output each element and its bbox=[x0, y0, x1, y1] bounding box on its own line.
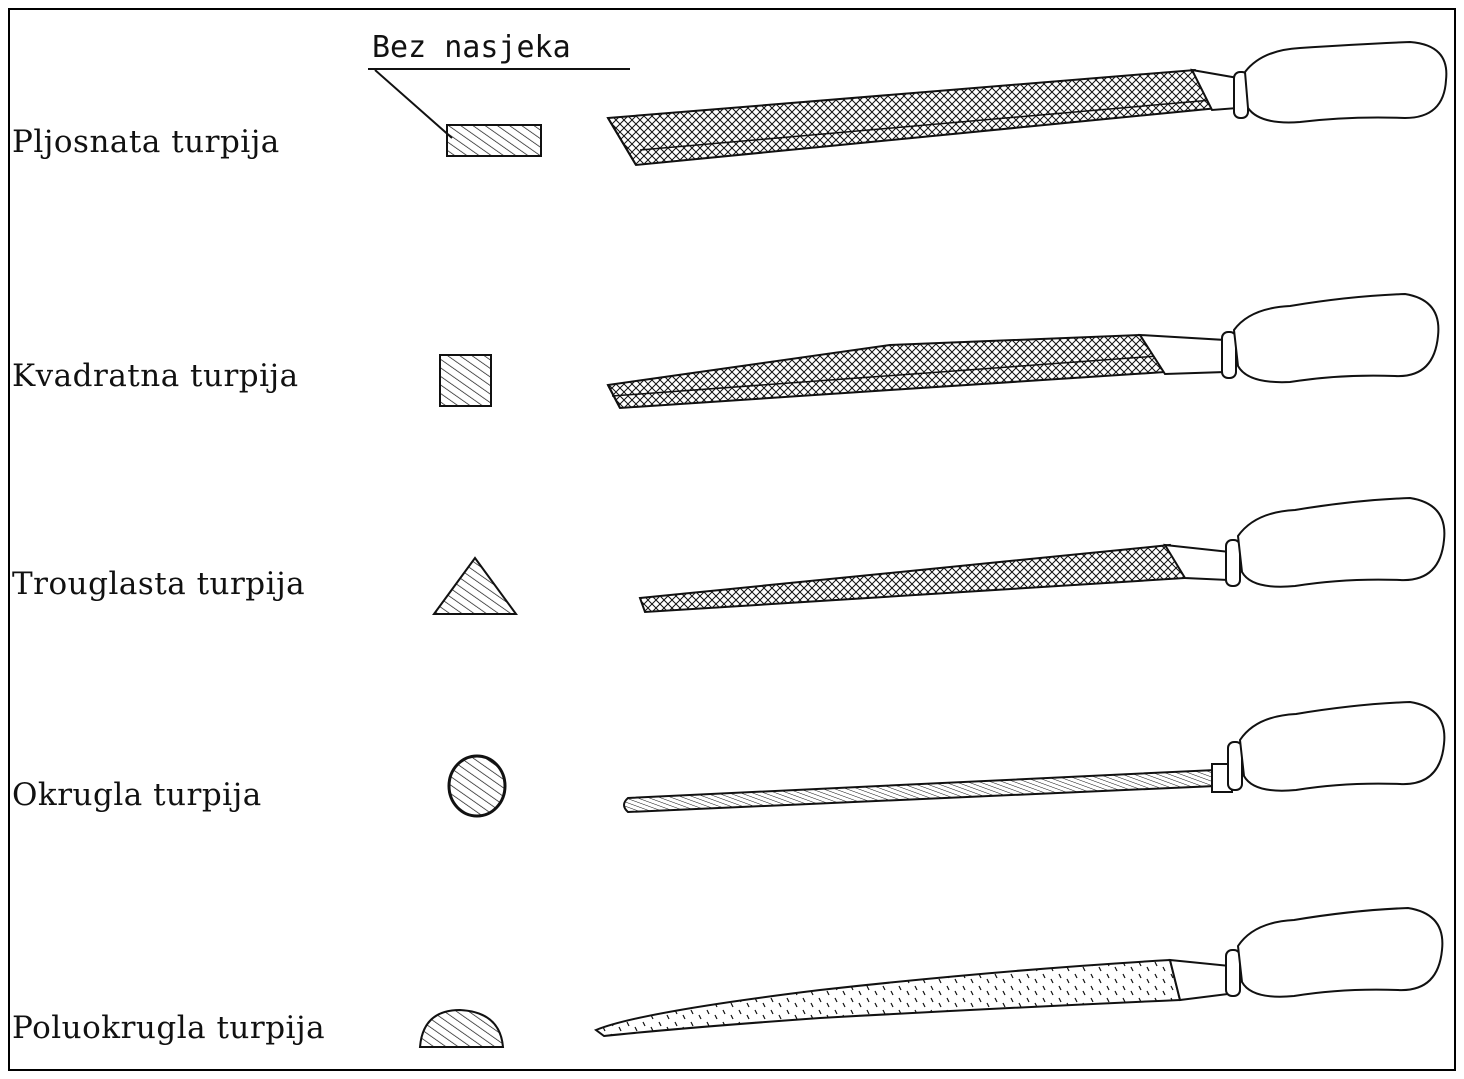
section-circle-icon bbox=[449, 756, 505, 816]
square-file-drawing bbox=[608, 294, 1438, 408]
section-half-circle-icon bbox=[420, 1010, 503, 1047]
round-file-drawing bbox=[624, 702, 1444, 812]
triangular-file-drawing bbox=[640, 498, 1444, 612]
flat-file-drawing bbox=[608, 42, 1446, 165]
section-rectangle-icon bbox=[447, 125, 541, 156]
section-square-icon bbox=[440, 355, 491, 406]
half-round-file-drawing bbox=[596, 908, 1442, 1036]
section-triangle-icon bbox=[434, 558, 516, 614]
